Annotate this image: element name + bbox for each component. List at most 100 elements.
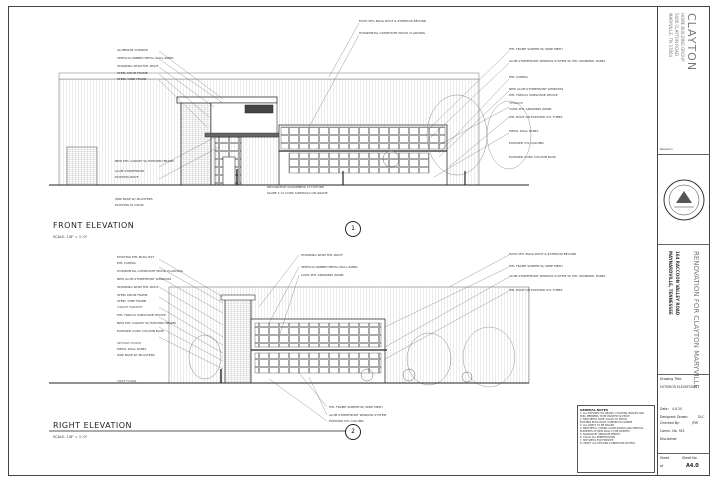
drawing-title-label: Drawing Title: — [660, 377, 683, 381]
tree-right-2 — [406, 332, 452, 386]
checked-label: Checked By: — [660, 421, 680, 425]
sheet-of-label: of — [660, 464, 664, 468]
front-label-left-3: STEEL DRUM FRAME — [117, 71, 148, 75]
right-tower-cap — [220, 294, 256, 301]
drawing-title: EXTERIOR ELEVATIONS — [660, 385, 697, 389]
front-label-right-0: EXIST MTL BLDG ROOF & EXTERIOR BEYOND — [359, 19, 427, 23]
drawing-sheet: ALUMINUM CORNICE VERTICAL RIBBED METAL W… — [8, 6, 710, 476]
right-label-bottom-2: EXPOSED STL COLUMN — [329, 419, 364, 423]
front-level-tag: TERRACE — [509, 101, 523, 105]
note-line: ELEMENTS OF NEW WALL TO BE PAINTED — [580, 430, 630, 433]
right-label-left-2: HORIZONTAL COMPOSITE WOOD CLADDING — [117, 269, 184, 273]
checked-value: JPW — [692, 421, 699, 425]
right-elevation-number: 2 — [351, 428, 355, 435]
architect-seal-icon — [663, 179, 705, 221]
designed-label: Designed: Drawn: — [660, 415, 689, 419]
right-label-left-0: EXISTING MTL BLDG EXT — [117, 255, 155, 259]
entry-door — [222, 156, 236, 186]
front-label-right-9: METAL WALL PANEL — [509, 129, 539, 133]
designed-value: DLC — [698, 415, 705, 419]
shrub-3 — [461, 371, 473, 383]
front-label-left-low-1: ALUM STOREFRONT — [115, 169, 145, 173]
existing-roof-band — [58, 72, 480, 80]
front-label-left-2: STANDING SEAM MTL ROOF — [117, 64, 159, 68]
note-line: 6. CAULK ALL PENETRATIONS — [580, 436, 615, 439]
right-label-left-3: NEW ALUM STOREFRONT WINDOWS — [117, 277, 172, 281]
right-label-top-0: STANDING SEAM MTL ROOF — [301, 253, 343, 257]
date-label: Date: — [660, 407, 669, 411]
front-label-left-0: ALUMINUM CORNICE — [117, 48, 148, 52]
note-line: 4. NEW METAL COPING ALONG EDGES AND VERT… — [580, 427, 644, 430]
seal-cell — [658, 155, 710, 245]
existing-door — [66, 146, 98, 186]
front-label-left-4: STEEL TUBE FRAME — [117, 77, 147, 81]
front-leaders — [158, 22, 510, 180]
right-label-right-2: ALUM STOREFRONT WINDOW SYSTEM W/ MTL SPA… — [509, 274, 606, 278]
title-block: CLAYTON HOME BUILDING GROUP 5000 CLAYTON… — [657, 7, 710, 475]
front-label-right-8: MTL ROOF ON EXPOSED STL TUBES — [509, 115, 563, 119]
project-address: 164 RACCOON VALLEY ROAD — [675, 251, 680, 316]
right-label-bottom-1: ALUM STOREFRONT WINDOW SYSTEM — [329, 413, 387, 417]
drawing-area: ALUMINUM CORNICE VERTICAL RIBBED METAL W… — [9, 7, 657, 475]
shrub-2 — [402, 368, 416, 382]
project-cell: RENOVATION FOR CLAYTON MARYVILLE 164 RAC… — [658, 245, 710, 389]
right-label-left-9: EXPOSED CONC COLUMN BASE — [117, 329, 164, 333]
right-level-tag-2: WRP BASE W/ PILASTERS — [117, 353, 155, 357]
right-leaders — [158, 254, 510, 422]
clayton-sign — [244, 104, 274, 114]
front-label-right-7: CONC MTL SPANDREL PANEL — [509, 107, 553, 111]
front-elevation-title: FRONT ELEVATION — [53, 221, 135, 230]
note-line: 5. SIGNAGE BY SEPARATE PERMIT — [580, 433, 620, 436]
firm-name: CLAYTON — [685, 13, 698, 72]
front-label-bottom-1: SLOPE 1:12 CONC SIDEWALK ON GRADE — [267, 191, 328, 195]
right-level-tag-1: SECOND FLOOR — [117, 341, 141, 345]
right-elevation-drawing — [49, 254, 530, 432]
front-elevation-marker: 1 — [345, 221, 361, 237]
right-elevation-scale: SCALE: 1/8" = 1'-0" — [53, 435, 88, 439]
front-label-bottom-0: DECORATIVE GOOSENECK LT FIXTURE — [267, 185, 324, 189]
revision-label: Revision — [660, 147, 673, 151]
note-line: MISC MEMBERS TO BE PAINTED W/ EPOXY — [580, 415, 631, 418]
front-label-right-2: MTL FRAME SCREEN W/ WIRE MESH — [509, 47, 563, 51]
front-label-right-4: MTL COPING — [509, 75, 528, 79]
storefront-upper — [280, 126, 446, 150]
firm-line-4: MARYVILLE, TN 37804 — [668, 13, 673, 58]
right-label-left-7: MTL TRELLIS SUNSHADE DEVICE — [117, 313, 166, 317]
date-value: 4.8.20 — [672, 407, 683, 411]
sheet-no-label: Sheet No. — [682, 456, 698, 460]
front-label-right-11: EXPOSED CONC COLUMN BASE — [509, 155, 556, 159]
project-title: RENOVATION FOR CLAYTON MARYVILLE — [692, 251, 700, 389]
entry-tower — [180, 101, 212, 186]
sheet-label: Sheet — [660, 456, 670, 460]
right-elevation-title: RIGHT ELEVATION — [53, 421, 132, 430]
firm-line-3: 5000 CLAYTON ROAD — [674, 13, 679, 56]
right-label-bottom-0: MTL FRAME SCREEN W/ WIRE MESH — [329, 405, 383, 409]
right-label-left-10: METAL WALL PANEL — [117, 347, 147, 351]
right-elevation-marker: 2 — [345, 424, 361, 440]
firm-line-2: HOME BUILDING GROUP — [680, 13, 685, 62]
general-notes: GENERAL NOTES 1. ALL EXPOSED STL BEAMS, … — [577, 405, 655, 473]
right-label-top-2: CONC MTL SPANDREL PANEL — [301, 273, 345, 277]
front-label-left-low-2: EXISTING ROOF — [115, 175, 139, 179]
note-line: 1. ALL EXPOSED STL BEAMS, COLUMNS, BRACE… — [580, 412, 645, 415]
firm-cell: CLAYTON HOME BUILDING GROUP 5000 CLAYTON… — [658, 7, 710, 155]
right-label-left-8: NEW MTL CANOPY W/ EXPOSED BEAMS — [117, 321, 177, 325]
disclaimer-label: Disclaimer — [660, 437, 677, 441]
note-line: 8. VERIFY ALL EXISTING CONDITIONS IN FIE… — [580, 442, 636, 445]
general-notes-title: GENERAL NOTES — [580, 408, 608, 412]
right-label-top-1: VERTICAL RIBBED METAL WALL PANEL — [301, 265, 358, 269]
right-label-right-1: MTL FRAME SCREEN W/ WIRE MESH — [509, 264, 563, 268]
comm-label: Comm. No. 921 — [660, 429, 685, 433]
shrub-1 — [360, 368, 374, 382]
front-label-right-6: MTL TRELLIS SUNSHADE DEVICE — [509, 93, 558, 97]
front-label-right-5: NEW ALUM STOREFRONT WINDOWS — [509, 87, 564, 91]
front-label-right-3: ALUM STOREFRONT WINDOW SYSTEM W/ MTL SPA… — [509, 59, 606, 63]
note-line: EXISTING BLDG ROOF. CONFIRM W/ OWNER — [580, 421, 633, 424]
storefront-lower — [288, 152, 430, 174]
front-label-bottom-left-1: EXISTING EL DOOR — [115, 203, 144, 207]
front-elevation-number: 1 — [351, 225, 355, 232]
tree-far — [486, 100, 532, 170]
right-label-left-1: MTL COPING — [117, 261, 136, 265]
right-wing-lower — [254, 352, 382, 374]
right-level-tag-0: T/ROOF PARAPET — [117, 305, 143, 309]
